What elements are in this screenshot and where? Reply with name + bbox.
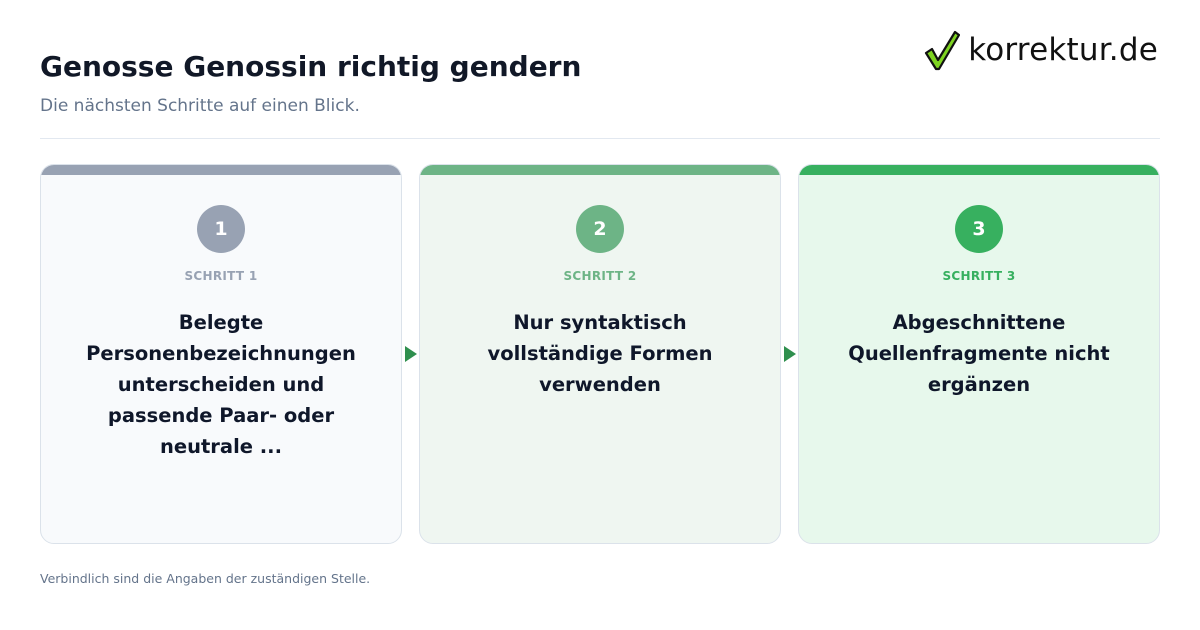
step-label: SCHRITT 2 (563, 269, 637, 283)
arrow-right-icon (784, 346, 796, 362)
step-card-2: 2 SCHRITT 2 Nur syntaktisch vollständige… (419, 164, 781, 544)
arrow-right-icon (405, 346, 417, 362)
step-card-1: 1 SCHRITT 1 Belegte Personenbezeichnunge… (40, 164, 402, 544)
step-label: SCHRITT 1 (184, 269, 258, 283)
step-card-accent-bar (420, 165, 780, 175)
step-card-accent-bar (41, 165, 401, 175)
step-label: SCHRITT 3 (942, 269, 1016, 283)
step-number-badge: 3 (955, 205, 1003, 253)
step-description: Nur syntaktisch vollständige Formen verw… (487, 311, 713, 396)
step-number-badge: 2 (576, 205, 624, 253)
checkmark-icon (925, 30, 961, 71)
brand-name: korrektur.de (968, 32, 1158, 68)
header-divider (40, 138, 1160, 139)
step-card-accent-bar (799, 165, 1159, 175)
page-title: Genosse Genossin richtig gendern (40, 50, 582, 83)
page-subtitle: Die nächsten Schritte auf einen Blick. (40, 96, 360, 116)
step-description: Abgeschnittene Quellenfragmente nicht er… (848, 311, 1110, 396)
footer-note: Verbindlich sind die Angaben der zuständ… (40, 571, 371, 586)
brand-logo[interactable]: korrektur.de (924, 28, 1158, 72)
step-description: Belegte Personenbezeichnungen unterschei… (86, 311, 356, 458)
step-card-3: 3 SCHRITT 3 Abgeschnittene Quellenfragme… (798, 164, 1160, 544)
step-number-badge: 1 (197, 205, 245, 253)
